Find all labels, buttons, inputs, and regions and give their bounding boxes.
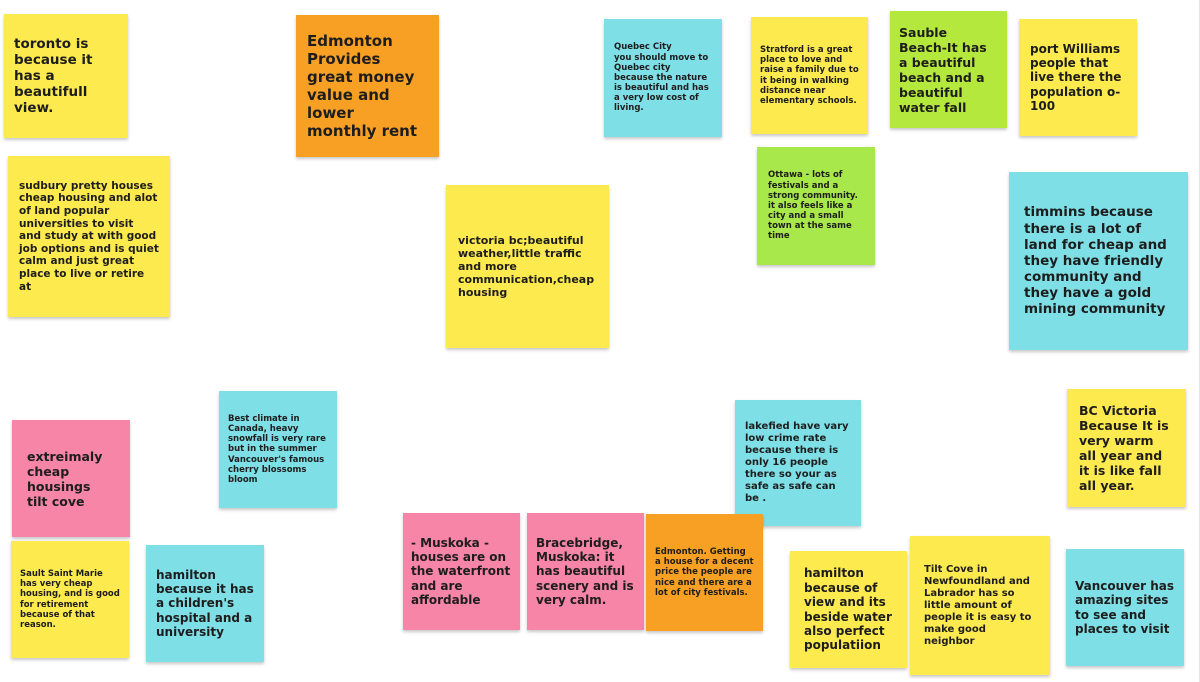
note-text: Edmonton Provides great money value and … xyxy=(307,32,418,140)
sticky-note-bc-victoria[interactable]: BC Victoria Because It is very warm all … xyxy=(1067,389,1186,507)
sticky-note-sauble-beach[interactable]: Sauble Beach-It has a beautiful beach an… xyxy=(890,11,1007,128)
sticky-note-port-williams[interactable]: port Williams people that live there the… xyxy=(1019,19,1137,136)
note-text: Vancouver has amazing sites to see and p… xyxy=(1075,578,1175,636)
sticky-note-sault-saint-marie[interactable]: Sault Saint Marie has very cheap housing… xyxy=(11,541,129,658)
note-text: sudbury pretty houses cheap housing and … xyxy=(19,179,159,293)
note-text: - Muskoka - houses are on the waterfront… xyxy=(411,535,511,608)
sticky-note-quebec-city[interactable]: Quebec City you should move to Quebec ci… xyxy=(604,19,722,137)
sticky-note-muskoka[interactable]: - Muskoka - houses are on the waterfront… xyxy=(403,513,520,630)
sticky-note-tilt-cove-nl[interactable]: Tilt Cove in Newfoundland and Labrador h… xyxy=(910,536,1050,675)
sticky-note-stratford[interactable]: Stratford is a great place to love and r… xyxy=(751,17,868,134)
note-text: timmins because there is a lot of land f… xyxy=(1024,204,1167,318)
note-text: Ottawa - lots of festivals and a strong … xyxy=(768,170,858,242)
sticky-note-hamilton-view[interactable]: hamilton because of view and its beside … xyxy=(790,551,907,668)
note-text: port Williams people that live there the… xyxy=(1030,41,1122,114)
note-text: toronto is because it has a beautifull v… xyxy=(14,35,93,117)
note-text: Best climate in Canada, heavy snowfall i… xyxy=(228,413,326,485)
note-text: Edmonton. Getting a house for a decent p… xyxy=(655,547,754,598)
note-text: hamilton because of view and its beside … xyxy=(804,566,892,653)
note-text: victoria bc;beautiful weather,little tra… xyxy=(458,233,595,300)
sticky-note-hamilton-hospital[interactable]: hamilton because it has a children's hos… xyxy=(146,545,264,662)
sticky-note-lakefied[interactable]: lakefied have vary low crime rate becaus… xyxy=(735,400,861,526)
note-text: Bracebridge, Muskoka: it has beautiful s… xyxy=(536,535,634,608)
sticky-note-best-climate[interactable]: Best climate in Canada, heavy snowfall i… xyxy=(219,391,337,508)
note-text: BC Victoria Because It is very warm all … xyxy=(1079,403,1169,493)
note-text: hamilton because it has a children's hos… xyxy=(156,567,254,640)
sticky-note-edmonton-money[interactable]: Edmonton Provides great money value and … xyxy=(296,15,439,157)
note-text: lakefied have vary low crime rate becaus… xyxy=(745,421,849,504)
sticky-note-toronto[interactable]: toronto is because it has a beautifull v… xyxy=(4,14,128,138)
note-text: Stratford is a great place to love and r… xyxy=(760,44,859,106)
sticky-note-vancouver[interactable]: Vancouver has amazing sites to see and p… xyxy=(1066,549,1184,666)
sticky-note-victoria-bc[interactable]: victoria bc;beautiful weather,little tra… xyxy=(446,185,609,348)
sticky-note-sudbury[interactable]: sudbury pretty houses cheap housing and … xyxy=(8,156,170,317)
sticky-note-timmins[interactable]: timmins because there is a lot of land f… xyxy=(1009,172,1188,350)
note-text: extreimaly cheap housings tilt cove xyxy=(27,448,103,509)
sticky-note-bracebridge[interactable]: Bracebridge, Muskoka: it has beautiful s… xyxy=(527,513,644,630)
note-text: Tilt Cove in Newfoundland and Labrador h… xyxy=(924,563,1032,647)
note-text: Quebec City you should move to Quebec ci… xyxy=(614,42,709,114)
sticky-note-ottawa[interactable]: Ottawa - lots of festivals and a strong … xyxy=(757,147,875,265)
note-text: Sauble Beach-It has a beautiful beach an… xyxy=(899,24,987,115)
sticky-note-edmonton-house[interactable]: Edmonton. Getting a house for a decent p… xyxy=(646,514,763,631)
sticky-note-tilt-cove-cheap[interactable]: extreimaly cheap housings tilt cove xyxy=(12,420,130,537)
note-text: Sault Saint Marie has very cheap housing… xyxy=(20,568,120,630)
